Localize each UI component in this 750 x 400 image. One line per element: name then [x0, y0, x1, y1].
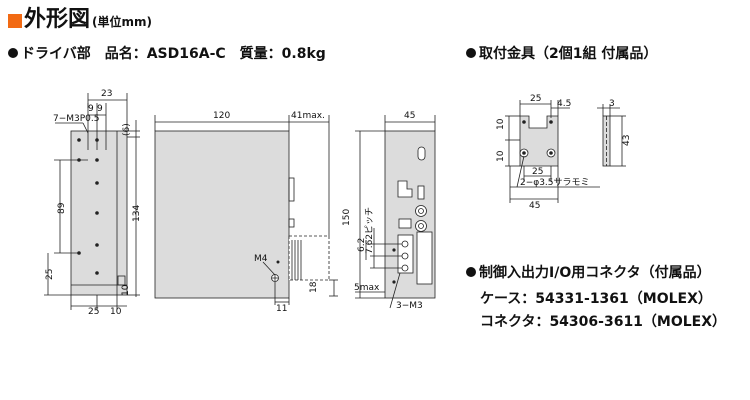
- driver-heading-text: ドライバ部 品名：ASD16A-C 質量：0.8kg: [21, 46, 326, 62]
- bracket-dim-25: 25: [530, 94, 541, 104]
- bracket-hole-label: 2−φ3.5サラモミ: [520, 177, 590, 188]
- io-connector: [416, 231, 433, 285]
- unit-label: (単位mm): [92, 15, 152, 29]
- bullet-icon: [466, 48, 476, 58]
- dim-6-2: 6.2: [357, 238, 367, 252]
- connector-heading-text: 制御入出力I/O用コネクタ（付属品）: [479, 265, 711, 281]
- bracket-plate: [519, 115, 559, 167]
- bracket-dim-10b: 10: [496, 150, 506, 162]
- connector-case-line: ケース：54331-1361（MOLEX）: [480, 291, 712, 307]
- title-marker-icon: [8, 14, 22, 28]
- dim-150: 150: [342, 209, 352, 226]
- bullet-icon: [466, 267, 476, 277]
- dim-9a: 9: [88, 104, 94, 114]
- bracket-heading: 取付金具（2個1組 付属品）: [466, 43, 657, 63]
- title-block: 外形図 (単位mm): [8, 8, 152, 32]
- dim-10-bottom: 10: [110, 307, 122, 317]
- dim-89: 89: [57, 202, 67, 214]
- small-port: [417, 185, 425, 200]
- led-slot: [417, 146, 426, 161]
- dim-120: 120: [213, 111, 230, 121]
- bullet-icon: [8, 48, 18, 58]
- dim-18: 18: [309, 281, 319, 293]
- connector-heading: 制御入出力I/O用コネクタ（付属品）: [466, 262, 711, 282]
- dim-7-62-pitch: 7.62ピッチ: [364, 207, 375, 254]
- label-m4: M4: [254, 254, 268, 264]
- switch-block: [397, 180, 413, 198]
- connector-outline: [288, 235, 330, 281]
- bracket-dim-45: 45: [529, 201, 540, 211]
- dim-10-right: 10: [121, 284, 131, 296]
- dim-11: 11: [276, 304, 287, 314]
- bracket-heading-text: 取付金具（2個1組 付属品）: [479, 46, 658, 62]
- dim-m3: 7−M3P0.5: [53, 114, 100, 124]
- dim-9b: 9: [97, 104, 103, 114]
- side-bump-mid: [288, 218, 295, 228]
- bracket-dim-25b: 25: [532, 167, 543, 177]
- connector-view: [355, 115, 436, 309]
- bracket-dim-3: 3: [609, 99, 615, 109]
- front-panel: [70, 130, 128, 296]
- page-title: 外形図: [24, 7, 91, 32]
- side-bump-upper: [288, 177, 295, 202]
- dim-25-vertical: 25: [45, 269, 55, 280]
- front-tab: [117, 275, 126, 286]
- dim-6: (6): [122, 123, 132, 136]
- connector-part-line: コネクタ：54306-3611（MOLEX）: [480, 314, 727, 330]
- rect-port: [398, 218, 412, 229]
- side-view: [154, 115, 338, 305]
- bracket-dim-43: 43: [622, 135, 632, 146]
- bracket-dim-4-5: 4.5: [557, 99, 571, 109]
- driver-heading: ドライバ部 品名：ASD16A-C 質量：0.8kg: [8, 43, 326, 63]
- label-3-m3: 3−M3: [396, 301, 423, 311]
- dim-45: 45: [404, 111, 415, 121]
- bracket-front: [505, 100, 600, 203]
- bracket-dim-10a: 10: [496, 118, 506, 130]
- dim-25-horizontal: 25: [88, 307, 99, 317]
- front-view: [44, 93, 140, 310]
- dim-5max: 5max: [354, 283, 380, 293]
- bracket-side: [597, 104, 626, 167]
- side-panel: [154, 130, 290, 299]
- dim-134: 134: [132, 205, 142, 222]
- dim-23: 23: [101, 89, 112, 99]
- dim-41max: 41max.: [291, 111, 325, 121]
